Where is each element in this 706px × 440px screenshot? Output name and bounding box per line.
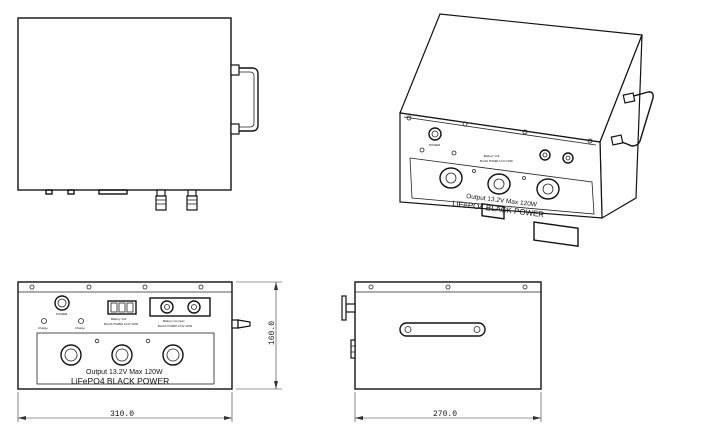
height-dimension: 160.0 bbox=[268, 321, 277, 345]
front-output-label: Output 13.2V Max 120W bbox=[86, 369, 163, 376]
front-lower-panel bbox=[36, 332, 215, 385]
iso-battery-volt-label: Battery Volt bbox=[484, 154, 500, 158]
iso-front-face bbox=[399, 112, 603, 219]
front-charge-label: Charge bbox=[38, 326, 48, 330]
front-view-body bbox=[17, 281, 233, 390]
width-dimension: 310.0 bbox=[110, 410, 134, 419]
iso-lower-panel bbox=[409, 157, 595, 215]
iso-handle bbox=[610, 91, 654, 147]
front-battery-volt-label: Battery Volt bbox=[111, 317, 127, 321]
front-battery-connect-label: Battery Connect bbox=[163, 319, 185, 323]
top-view-body bbox=[17, 17, 232, 191]
front-product-label: LiFePO4 BLACK POWER bbox=[71, 376, 169, 386]
front-model-label: BLACK POWER 13.2V 120W bbox=[104, 322, 139, 326]
side-view-body bbox=[354, 281, 542, 390]
front-model-label-2: BLACK POWER 13.2V 120W bbox=[158, 324, 193, 328]
front-power-label: POWER bbox=[56, 312, 68, 316]
iso-power-label: POWER bbox=[429, 143, 441, 147]
top-view-connectors bbox=[18, 189, 231, 211]
front-view: POWER Charge Charge Battery Volt BLACK P… bbox=[17, 281, 282, 422]
front-charge2-label: Charge bbox=[75, 326, 85, 330]
depth-dimension: 270.0 bbox=[433, 410, 457, 419]
top-view-handle bbox=[230, 64, 259, 135]
side-handle bbox=[399, 322, 486, 337]
iso-model-label: BLACK POWER 13.2V 120W bbox=[480, 160, 513, 163]
isometric-view: POWER Battery Volt BLACK POWER 13.2V 120… bbox=[399, 13, 654, 248]
top-view bbox=[17, 17, 259, 211]
side-view: 270.0 bbox=[341, 281, 542, 422]
